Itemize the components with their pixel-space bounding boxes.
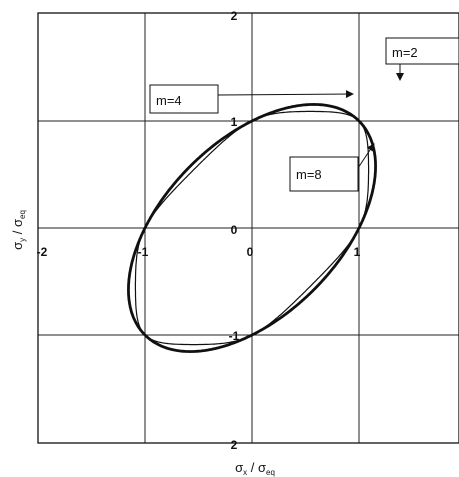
leader-arrow-m-4	[217, 90, 354, 99]
plot-border	[37, 12, 459, 444]
y-label-sym: σ	[10, 242, 25, 250]
label-text-m-4: m=4	[156, 93, 182, 108]
y-tick-1: 1	[231, 115, 238, 129]
grid	[38, 13, 459, 443]
leader-arrow-m-8	[357, 143, 375, 169]
label-box-m-4	[149, 84, 219, 114]
x-label-sym: σ	[235, 460, 243, 475]
label-text-m-8: m=8	[296, 167, 322, 182]
x-label-sub2: eq	[266, 468, 275, 477]
x-tick--1: -1	[138, 245, 149, 259]
y-label-sub: y	[18, 238, 27, 242]
label-box-m-2	[385, 37, 459, 65]
x-tick-1: 1	[354, 245, 361, 259]
curves	[126, 102, 378, 354]
label-box-m-8	[289, 156, 359, 192]
x-label-sym2: σ	[258, 460, 266, 475]
x-axis-label: σx / σeq	[235, 460, 275, 477]
x-tick-0: 0	[247, 245, 254, 259]
series-m-8	[134, 110, 370, 346]
label-text-m-2: m=2	[392, 45, 418, 60]
x-label-sub: x	[243, 468, 247, 477]
x-tick-labels: -2 -1 0 1	[37, 245, 361, 259]
y-label-sep: /	[10, 227, 25, 238]
y-label-sym2: σ	[10, 219, 25, 227]
x-label-sep: /	[247, 460, 258, 475]
annotations: m=2 m=4 m=8	[149, 37, 459, 192]
plot-frame	[37, 12, 459, 444]
y-tick-0: 0	[231, 223, 238, 237]
y-tick--2: 2	[231, 438, 238, 452]
y-label-sub2: eq	[18, 210, 27, 219]
y-tick--1: -1	[229, 329, 240, 343]
y-tick-labels: 2 1 0 -1 2	[229, 9, 240, 452]
x-tick--2: -2	[37, 245, 48, 259]
y-axis-label: σy / σeq	[10, 210, 27, 250]
y-tick-2: 2	[231, 9, 238, 23]
